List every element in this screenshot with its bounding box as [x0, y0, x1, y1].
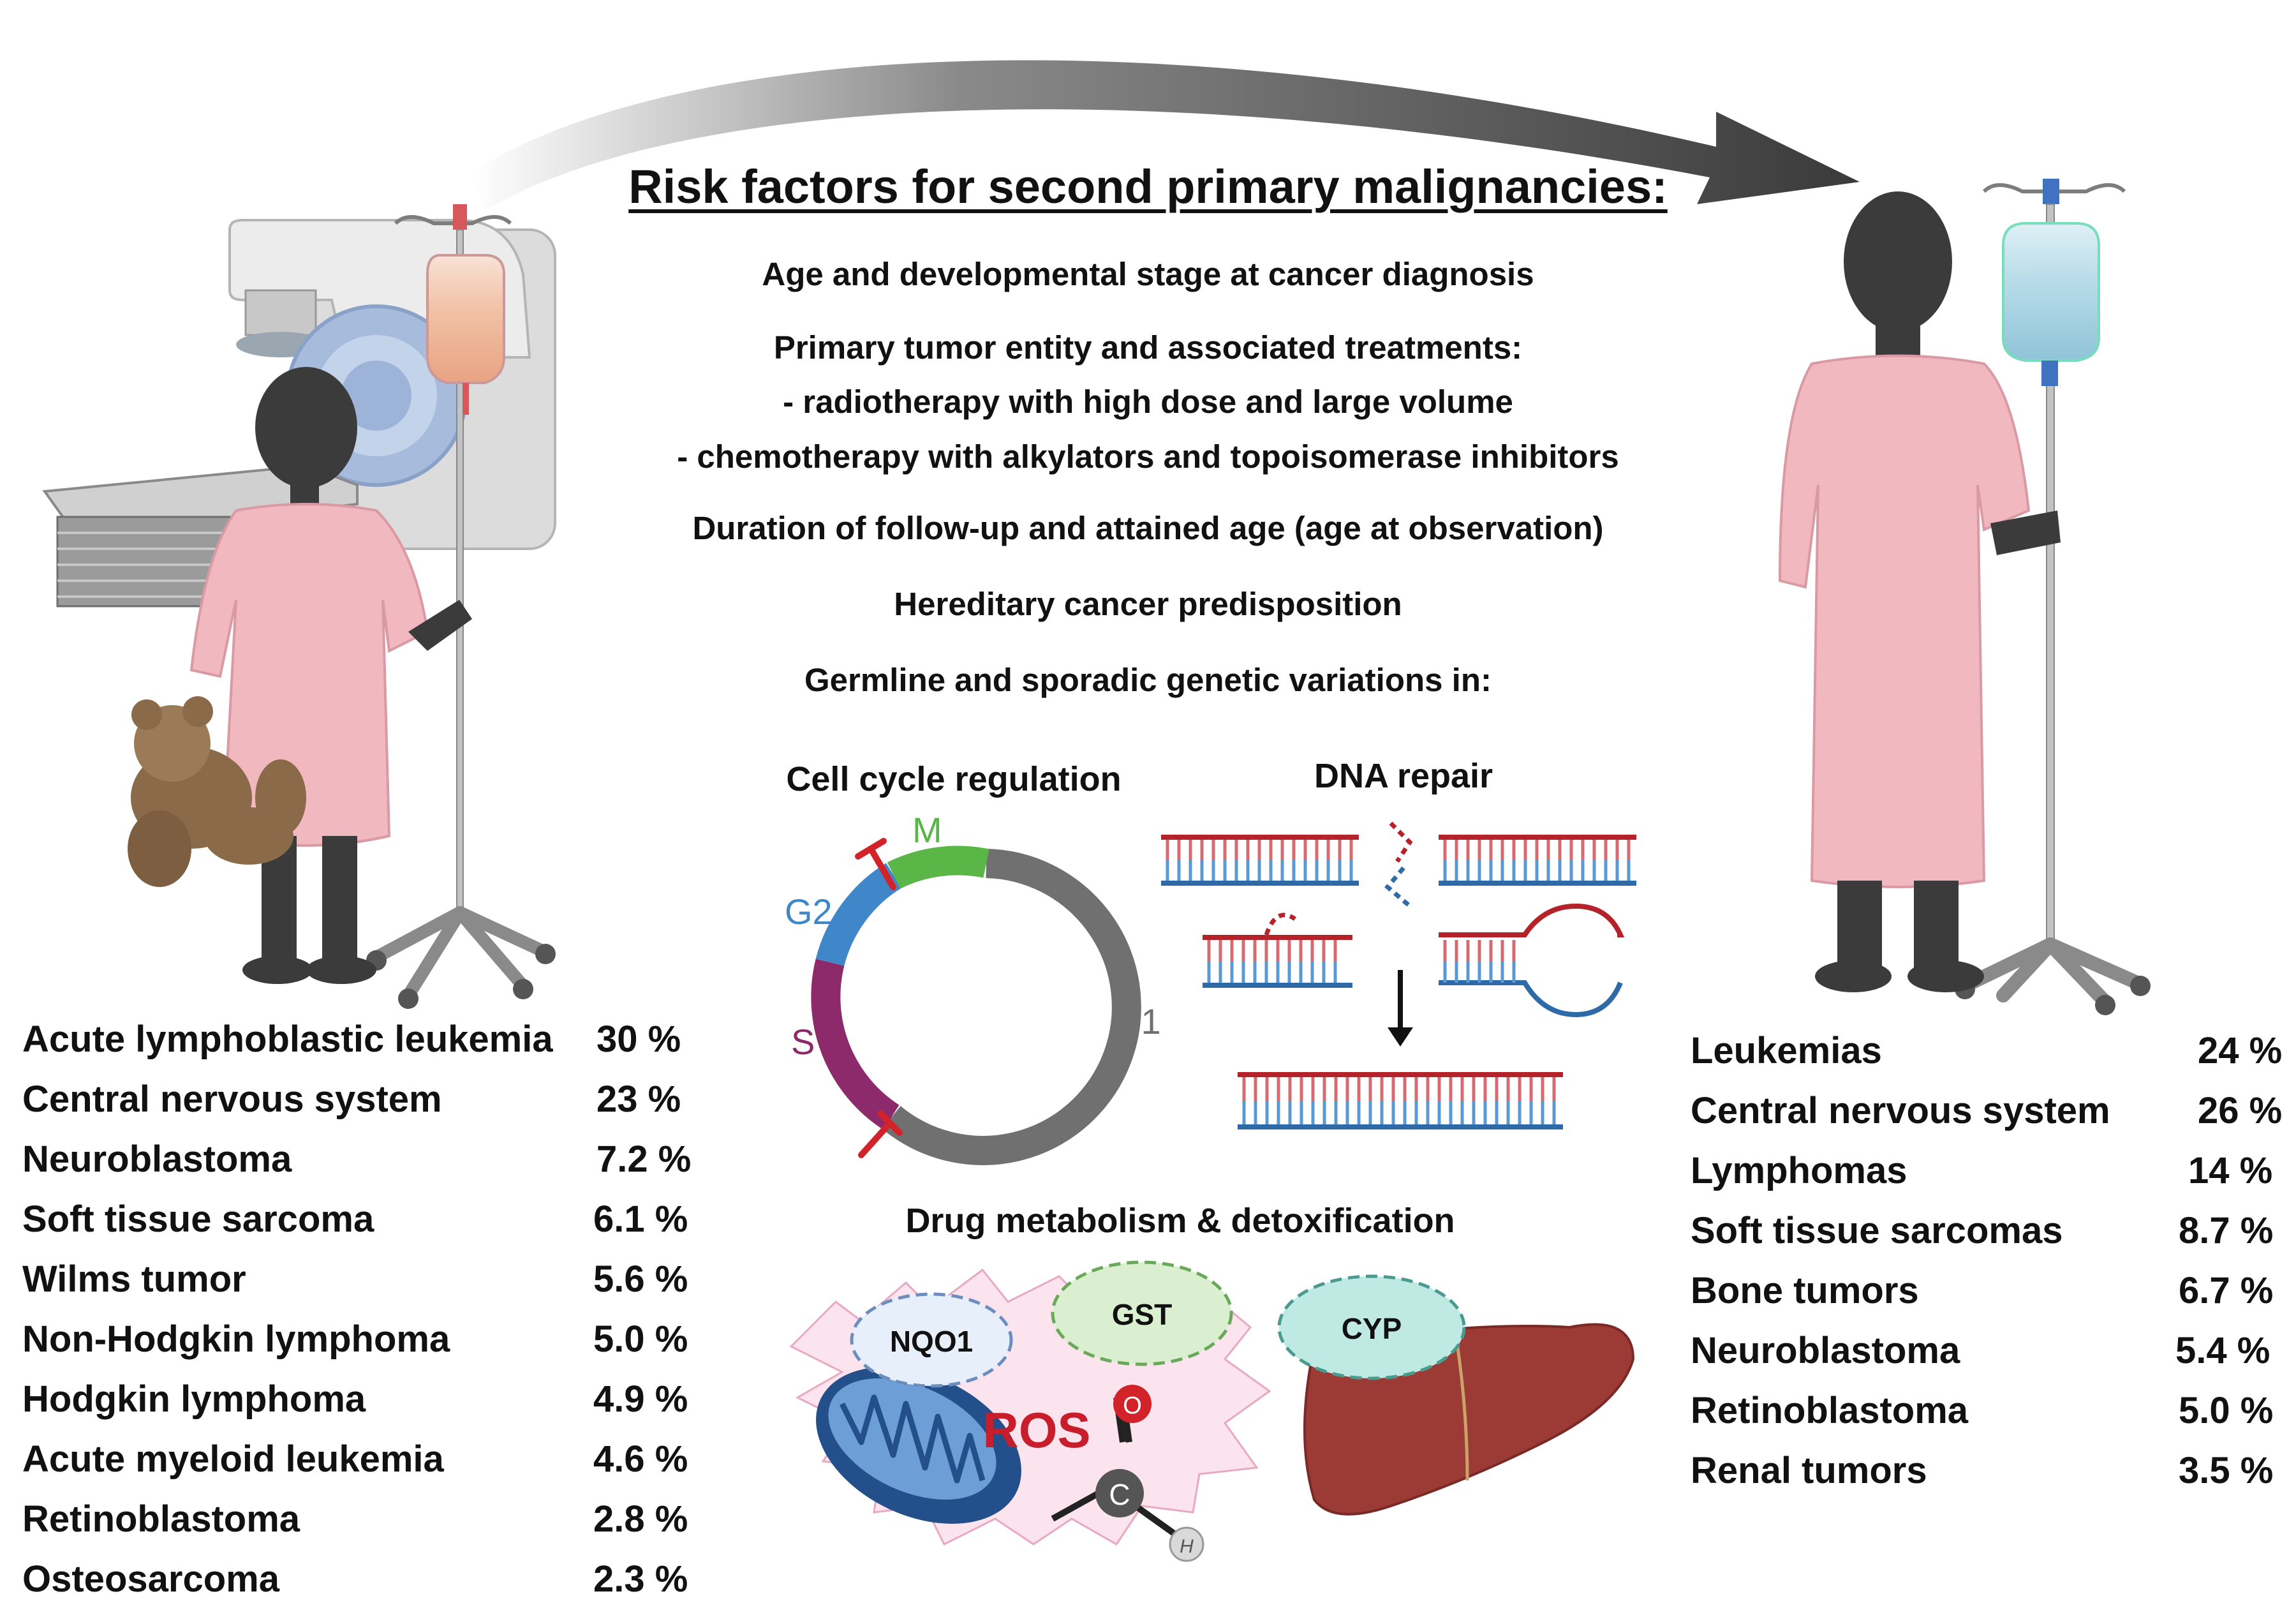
cyp-bubble — [1277, 1274, 1466, 1380]
adult-item-label: Renal tumors — [1691, 1450, 1927, 1491]
adult-item-value: 3.5 % — [2179, 1450, 2274, 1491]
diagram-title: Risk factors for second primary malignan… — [628, 160, 1668, 213]
adult-patient-icon — [1778, 191, 2061, 992]
cell-cycle-ring — [811, 846, 1141, 1165]
adult-item-value: 14 % — [2188, 1150, 2273, 1191]
childhood-item-label: Retinoblastoma — [22, 1498, 300, 1540]
factor-tumor-entity: Primary tumor entity and associated trea… — [773, 329, 1523, 366]
dna-break-fragments — [1384, 821, 1413, 908]
childhood-item-value: 5.0 % — [593, 1318, 688, 1360]
cell-cycle-title: Cell cycle regulation — [786, 760, 1122, 798]
mitochondrion-icon — [816, 1367, 1021, 1524]
transition-arrow — [472, 60, 1860, 211]
drug-metabolism-title: Drug metabolism & detoxification — [905, 1202, 1455, 1240]
adult-item-label: Bone tumors — [1691, 1270, 1919, 1311]
checkpoint-inhibitor-icons — [855, 838, 903, 1158]
childhood-item-value: 4.9 % — [593, 1378, 688, 1420]
childhood-item-label: Acute lymphoblastic leukemia — [22, 1018, 553, 1060]
atom-o-label: O — [1123, 1392, 1142, 1419]
dna-strand-middle-left — [1203, 913, 1352, 988]
iv-stand-adult-icon — [1955, 179, 2151, 1015]
adult-item-value: 6.7 % — [2179, 1270, 2274, 1311]
childhood-item-value: 6.1 % — [593, 1198, 688, 1240]
dna-repair-diagram — [1161, 821, 1636, 1129]
adult-item-label: Retinoblastoma — [1691, 1390, 1969, 1431]
factor-genetic-variations: Germline and sporadic genetic variations… — [804, 662, 1492, 698]
adult-item-label: Soft tissue sarcomas — [1691, 1210, 2063, 1251]
childhood-item-label: Wilms tumor — [22, 1258, 246, 1300]
nqo1-label: NQO1 — [890, 1325, 973, 1358]
adult-item-label: Neuroblastoma — [1691, 1330, 1960, 1371]
phase-label-g1: G1 — [1113, 1001, 1161, 1041]
adult-item-value: 5.4 % — [2175, 1330, 2270, 1371]
childhood-item-value: 2.3 % — [593, 1558, 688, 1600]
atom-c-label: C — [1109, 1478, 1130, 1511]
phase-label-s: S — [791, 1022, 815, 1062]
ros-label: ROS — [982, 1402, 1090, 1458]
factor-age: Age and developmental stage at cancer di… — [762, 256, 1534, 292]
adult-item-value: 24 % — [2198, 1030, 2283, 1071]
cell-cycle-g2-arc — [815, 863, 902, 967]
dna-strand-top-left — [1161, 835, 1359, 886]
child-patient-icon — [189, 367, 472, 984]
phase-label-g2: G2 — [785, 891, 833, 932]
childhood-item-value: 2.8 % — [593, 1498, 688, 1540]
cell-cycle-s-arc — [811, 958, 900, 1130]
atom-h-label: H — [1180, 1536, 1194, 1557]
dna-strand-top-right — [1439, 835, 1636, 886]
cyp-label: CYP — [1342, 1312, 1402, 1345]
cell-cycle-m-arc — [887, 846, 989, 889]
gst-bubble — [1051, 1260, 1233, 1366]
childhood-item-label: Central nervous system — [22, 1078, 442, 1120]
adult-item-value: 8.7 % — [2179, 1210, 2274, 1251]
enzyme-bubbles — [850, 1260, 1466, 1388]
childhood-item-value: 4.6 % — [593, 1438, 688, 1480]
adult-item-label: Central nervous system — [1691, 1090, 2110, 1131]
childhood-item-value: 30 % — [596, 1018, 681, 1060]
factor-radiotherapy: - radiotherapy with high dose and large … — [783, 384, 1513, 420]
childhood-item-label: Soft tissue sarcoma — [22, 1198, 374, 1240]
factor-chemotherapy: - chemotherapy with alkylators and topoi… — [677, 438, 1619, 475]
cell-cycle-g1-arc — [882, 849, 1141, 1165]
dna-strand-middle-right — [1439, 903, 1625, 1018]
teddy-bear-icon — [128, 696, 306, 887]
adult-item-value: 26 % — [2198, 1090, 2283, 1131]
dna-strand-repaired — [1238, 1072, 1563, 1129]
gst-label: GST — [1112, 1298, 1173, 1331]
nqo1-bubble — [850, 1292, 1013, 1388]
adult-item-label: Leukemias — [1691, 1030, 1882, 1071]
aldehyde-molecule-icon — [1051, 1385, 1204, 1562]
phase-label-m: M — [912, 810, 942, 850]
childhood-item-label: Osteosarcoma — [22, 1558, 279, 1600]
dna-repair-arrow-icon — [1388, 970, 1413, 1047]
iv-stand-child-icon — [366, 204, 556, 1009]
adult-item-value: 5.0 % — [2179, 1390, 2274, 1431]
adult-item-label: Lymphomas — [1691, 1150, 1907, 1191]
childhood-item-label: Neuroblastoma — [22, 1138, 292, 1180]
factor-follow-up: Duration of follow-up and attained age (… — [692, 510, 1604, 546]
childhood-item-label: Hodgkin lymphoma — [22, 1378, 366, 1420]
dna-repair-title: DNA repair — [1314, 757, 1493, 795]
childhood-item-value: 23 % — [596, 1078, 681, 1120]
factor-hereditary: Hereditary cancer predisposition — [894, 586, 1402, 622]
childhood-item-value: 7.2 % — [596, 1138, 692, 1180]
childhood-item-value: 5.6 % — [593, 1258, 688, 1300]
childhood-item-label: Non-Hodgkin lymphoma — [22, 1318, 450, 1360]
childhood-item-label: Acute myeloid leukemia — [22, 1438, 444, 1480]
